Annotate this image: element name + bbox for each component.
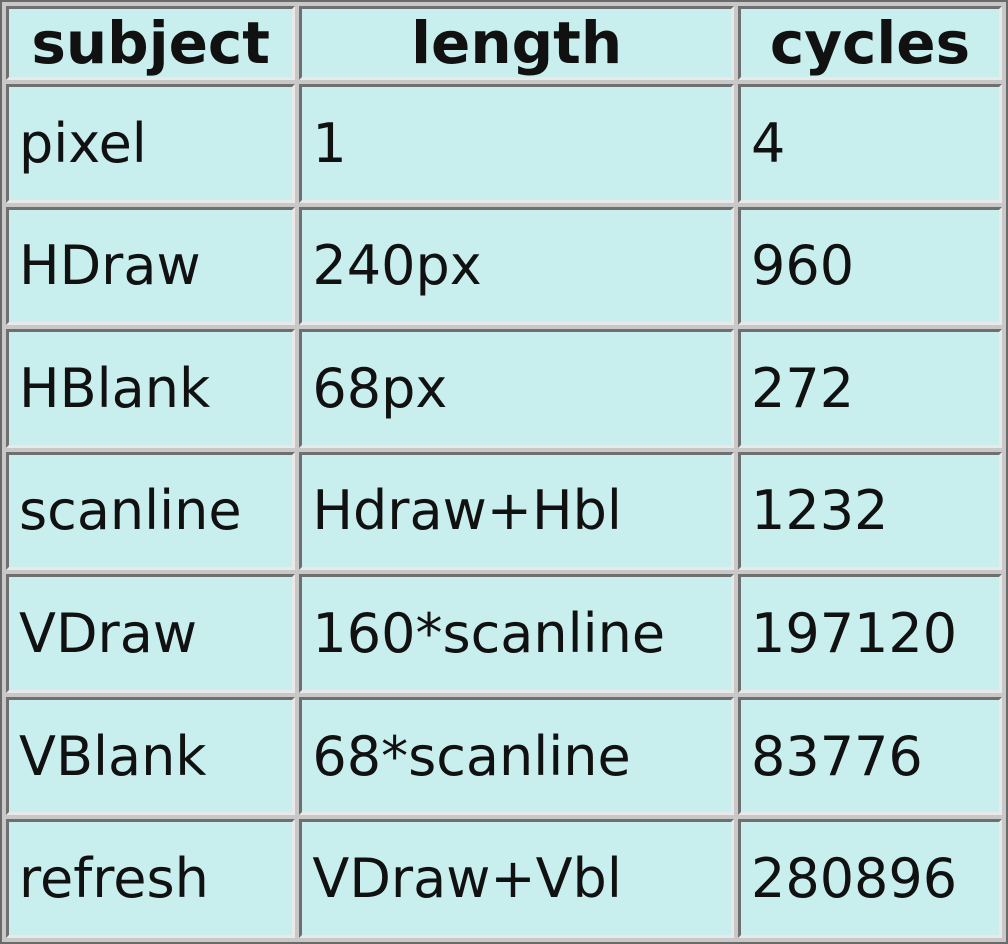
cell-subject: VDraw: [6, 574, 296, 693]
cell-length: 68*scanline: [299, 696, 734, 816]
cell-subject: VBlank: [6, 696, 296, 816]
cell-subject: refresh: [6, 819, 296, 938]
header-subject: subject: [6, 6, 296, 80]
cell-cycles: 197120: [737, 574, 1002, 693]
cell-cycles: 4: [737, 84, 1002, 203]
cell-length: VDraw+Vbl: [299, 819, 734, 938]
table-row: VDraw 160*scanline 197120: [6, 574, 1002, 693]
cell-length: Hdraw+Hbl: [299, 451, 734, 571]
table-row: HDraw 240px 960: [6, 206, 1002, 326]
cell-subject: HBlank: [6, 329, 296, 448]
cell-length: 1: [299, 84, 734, 203]
table-row: VBlank 68*scanline 83776: [6, 696, 1002, 816]
cell-subject: HDraw: [6, 206, 296, 326]
cell-length: 240px: [299, 206, 734, 326]
cell-subject: pixel: [6, 84, 296, 203]
cell-cycles: 272: [737, 329, 1002, 448]
cell-length: 68px: [299, 329, 734, 448]
table-row: pixel 1 4: [6, 84, 1002, 203]
table-row: HBlank 68px 272: [6, 329, 1002, 448]
header-cycles: cycles: [737, 6, 1002, 80]
cell-cycles: 1232: [737, 451, 1002, 571]
table-row: scanline Hdraw+Hbl 1232: [6, 451, 1002, 571]
cell-cycles: 83776: [737, 696, 1002, 816]
cell-subject: scanline: [6, 451, 296, 571]
table-row: refresh VDraw+Vbl 280896: [6, 819, 1002, 938]
header-length: length: [299, 6, 734, 80]
cell-length: 160*scanline: [299, 574, 734, 693]
table-header-row: subject length cycles: [6, 6, 1002, 80]
cell-cycles: 280896: [737, 819, 1002, 938]
cell-cycles: 960: [737, 206, 1002, 326]
